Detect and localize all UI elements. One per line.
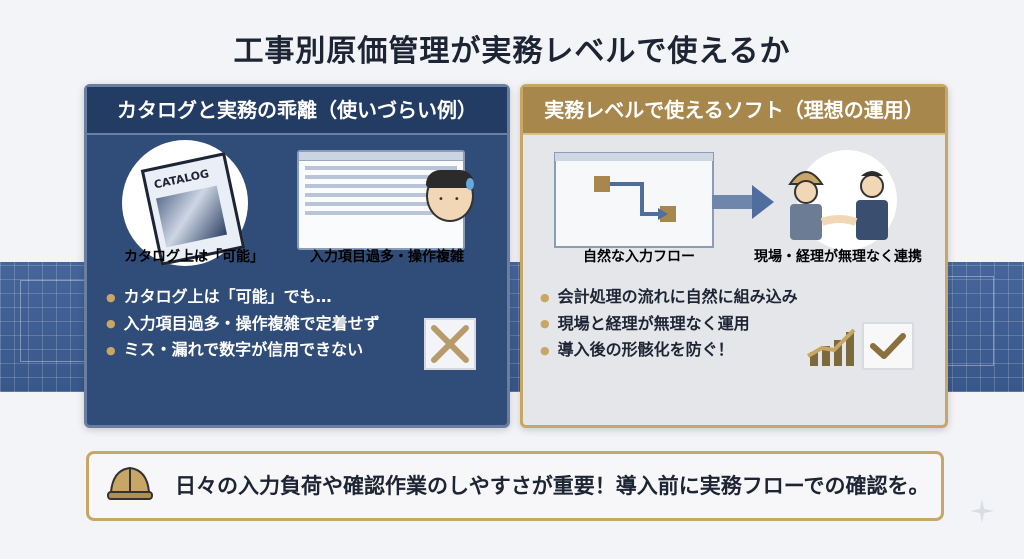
- team-coordination-badge: 現場・経理が無理なく連携: [754, 249, 922, 265]
- right-bullet-1: 会計処理の流れに自然に組み込み: [540, 284, 1014, 311]
- input-flow-icon: [554, 152, 714, 248]
- left-bullet-3: ミス・漏れで数字が信用できない: [106, 337, 1014, 364]
- page-title: 工事別原価管理が実務レベルで使えるか: [233, 34, 791, 69]
- sweat-drop-icon: [466, 178, 474, 190]
- flow-arrow-icon: [712, 185, 774, 219]
- input-complex-badge: 入力項目過多・操作複雑: [310, 249, 464, 265]
- growth-chart-icon: [807, 328, 856, 366]
- left-bullets: カタログ上は「可能」でも… 入力項目過多・操作複雑で定着せず ミス・漏れで数字が…: [106, 284, 1014, 364]
- left-bullet-2: 入力項目過多・操作複雑で定着せず: [106, 311, 1014, 338]
- right-panel: 実務レベルで使えるソフト（理想の運用）: [520, 84, 948, 428]
- right-bullets: 会計処理の流れに自然に組み込み 現場と経理が無理なく運用 導入後の形骸化を防ぐ！: [540, 284, 1014, 364]
- x-mark-icon: [424, 318, 476, 370]
- left-panel-heading: カタログと実務の乖離（使いづらい例）: [87, 87, 507, 135]
- natural-flow-badge: 自然な入力フロー: [583, 249, 695, 265]
- left-bullet-1: カタログ上は「可能」でも…: [106, 284, 1014, 311]
- worried-person-icon: ••: [426, 170, 474, 222]
- right-bullet-2: 現場と経理が無理なく運用: [540, 311, 1014, 338]
- right-panel-heading: 実務レベルで使えるソフト（理想の運用）: [523, 87, 945, 135]
- catalog-possible-badge: カタログ上は「可能」: [124, 249, 264, 265]
- helmet-icon: [107, 466, 153, 500]
- right-bullet-3: 導入後の形骸化を防ぐ！: [540, 337, 1014, 364]
- check-icon: [862, 322, 914, 370]
- bottom-message-text: 日々の入力負荷や確認作業のしやすさが重要！導入前に実務フローでの確認を。: [175, 474, 930, 498]
- bottom-message-bar: 日々の入力負荷や確認作業のしやすさが重要！導入前に実務フローでの確認を。: [86, 451, 944, 521]
- handshake-icon: [788, 150, 897, 250]
- catalog-cover-image: [156, 185, 228, 248]
- sparkle-icon: [970, 499, 994, 523]
